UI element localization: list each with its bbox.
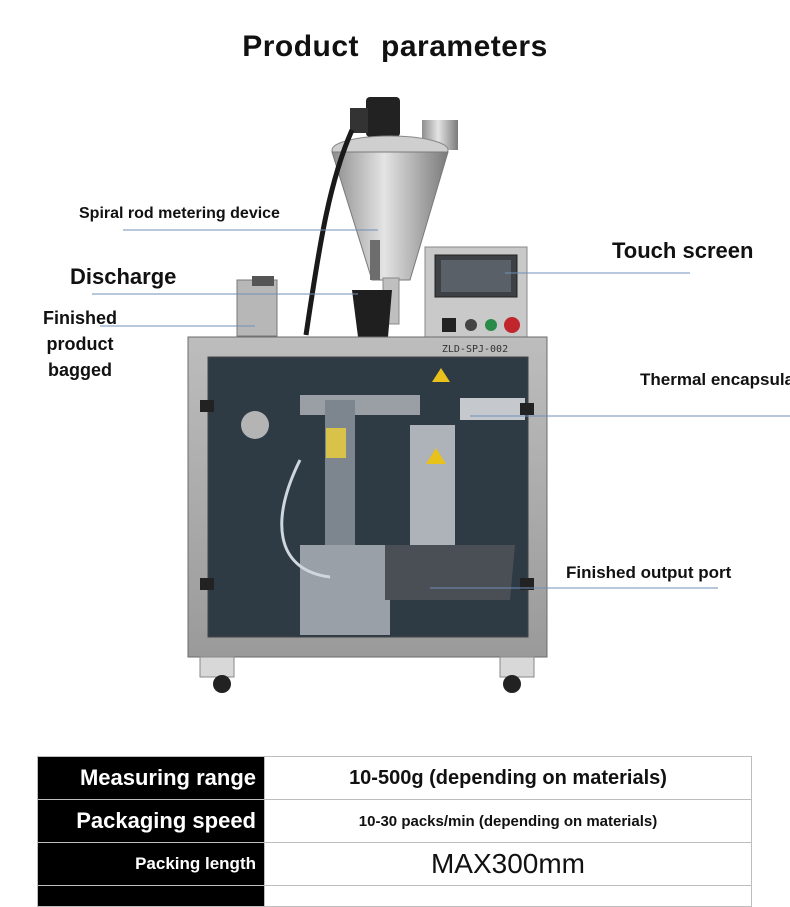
- spec-row: Packaging speed 10-30 packs/min (dependi…: [37, 799, 752, 843]
- model-plate: ZLD-SPJ-002: [442, 344, 508, 355]
- servo-motor: [350, 97, 400, 137]
- label-discharge: Discharge: [70, 264, 177, 289]
- spec-row: Measuring range 10-500g (depending on ma…: [37, 756, 752, 800]
- spec-key: Measuring range: [37, 756, 265, 800]
- auger-hopper: [331, 120, 458, 325]
- label-finished-bagged: Finished product bagged: [42, 308, 117, 380]
- title-word-1: Product: [242, 30, 360, 63]
- cabinet: ZLD-SPJ-002: [187, 336, 548, 658]
- spec-value: [264, 885, 752, 907]
- cable: [303, 128, 355, 336]
- spec-key: [37, 885, 265, 907]
- bag-chute: [236, 276, 278, 337]
- machine-illustration: ZLD-SPJ-002: [92, 97, 790, 693]
- casters: [199, 656, 535, 693]
- label-thermal-encapsulation: Thermal encapsulation: [640, 370, 790, 389]
- leader-lines: [92, 229, 790, 589]
- label-touch-screen: Touch screen: [612, 238, 754, 263]
- spec-value: 10-500g (depending on materials): [264, 756, 752, 800]
- spec-row: [37, 885, 752, 907]
- spec-row: Packing length MAX300mm: [37, 842, 752, 886]
- spec-value: MAX300mm: [264, 842, 752, 886]
- discharge-chute: [352, 290, 392, 337]
- spec-key: Packing length: [37, 842, 265, 886]
- spec-value: 10-30 packs/min (depending on materials): [264, 799, 752, 843]
- spec-table: Measuring range 10-500g (depending on ma…: [37, 756, 752, 907]
- title-word-2: parameters: [381, 30, 548, 63]
- control-panel: [424, 246, 528, 338]
- spec-key: Packaging speed: [37, 799, 265, 843]
- label-spiral-rod: Spiral rod metering device: [79, 205, 280, 222]
- page-title: Product parameters: [0, 30, 790, 64]
- label-output-port: Finished output port: [566, 563, 732, 582]
